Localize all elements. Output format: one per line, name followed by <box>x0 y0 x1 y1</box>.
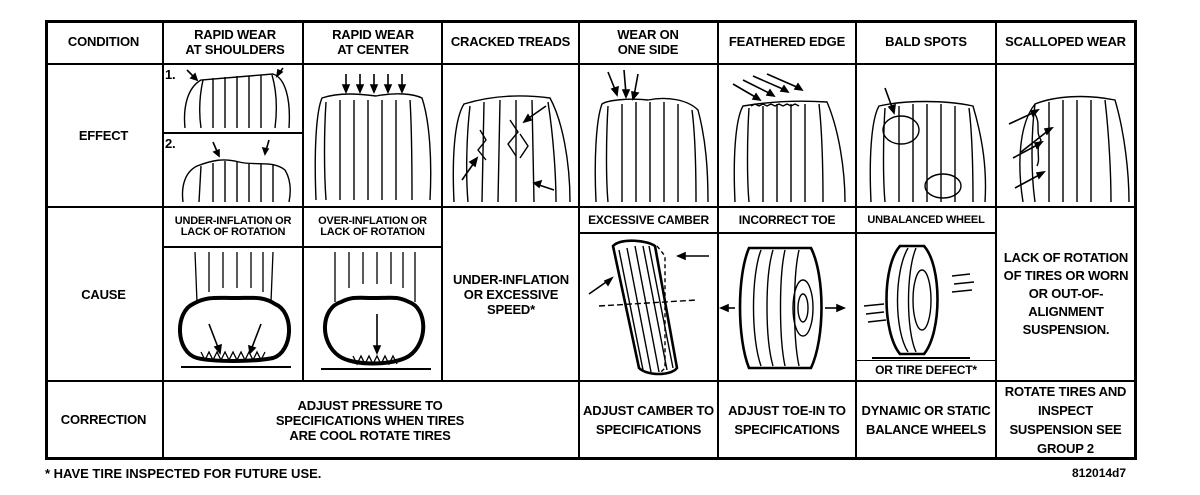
unbalanced-wheel-illustration <box>860 236 992 360</box>
cause-under-inflation: UNDER-INFLATION OR LACK OF ROTATION <box>174 215 292 238</box>
row-divider <box>162 246 443 248</box>
shoulder-wear-illustration-2 <box>173 136 298 204</box>
header-one-side: WEAR ON ONE SIDE <box>617 26 679 57</box>
row-label-cause: CAUSE <box>81 286 126 302</box>
row-divider <box>45 63 1137 65</box>
cause-scalloped: LACK OF ROTATION OF TIRES OR WORN OR OUT… <box>1003 250 1129 337</box>
incorrect-toe-illustration <box>721 236 853 378</box>
col-divider <box>717 20 719 460</box>
over-inflation-cross-section <box>313 252 438 378</box>
header-feathered: FEATHERED EDGE <box>728 34 846 49</box>
shoulder-wear-illustration-1 <box>173 68 298 130</box>
one-side-wear-illustration <box>588 70 713 202</box>
cause-camber: EXCESSIVE CAMBER <box>588 212 709 227</box>
tire-wear-chart: CONDITION RAPID WEAR AT SHOULDERS RAPID … <box>45 20 1137 460</box>
cause-over-inflation: OVER-INFLATION OR LACK OF ROTATION <box>318 215 427 238</box>
excessive-camber-illustration <box>585 236 713 378</box>
header-shoulders: RAPID WEAR AT SHOULDERS <box>185 26 285 57</box>
table-border <box>45 20 1137 460</box>
header-bald: BALD SPOTS <box>885 34 967 49</box>
cause-unbalanced: UNBALANCED WHEEL <box>867 213 985 226</box>
col-divider <box>995 20 997 460</box>
correction-camber: ADJUST CAMBER TO SPECIFICATIONS <box>583 403 714 437</box>
bald-spot-illustration <box>865 70 993 202</box>
cause-cracked: UNDER-INFLATION OR EXCESSIVE SPEED* <box>453 271 569 317</box>
header-cracked: CRACKED TREADS <box>450 34 571 49</box>
under-inflation-cross-section <box>173 252 298 378</box>
row-label-effect: EFFECT <box>78 128 129 143</box>
col-divider <box>162 20 164 460</box>
feathered-edge-illustration <box>727 70 852 202</box>
center-wear-illustration <box>310 72 435 200</box>
row-label-correction: CORRECTION <box>60 412 147 427</box>
marker-one: 1. <box>165 66 176 82</box>
col-divider <box>441 20 443 382</box>
cause-tire-defect: OR TIRE DEFECT* <box>875 362 977 377</box>
col-divider <box>855 20 857 460</box>
header-condition: CONDITION <box>67 34 140 49</box>
row-divider <box>45 380 1137 382</box>
correction-toe: ADJUST TOE-IN TO SPECIFICATIONS <box>728 403 846 437</box>
col-divider <box>578 20 580 460</box>
row-divider <box>162 132 303 134</box>
correction-balance: DYNAMIC OR STATIC BALANCE WHEELS <box>861 403 991 437</box>
figure-id: 812014d7 <box>1072 466 1127 480</box>
cause-toe: INCORRECT TOE <box>738 212 836 227</box>
row-divider <box>45 206 1137 208</box>
header-scalloped: SCALLOPED WEAR <box>1005 34 1126 49</box>
row-divider <box>578 232 997 234</box>
row-divider <box>855 360 995 361</box>
correction-pressure: ADJUST PRESSURE TO SPECIFICATIONS WHEN T… <box>275 397 465 443</box>
scalloped-wear-illustration <box>1005 74 1133 202</box>
header-center: RAPID WEAR AT CENTER <box>332 26 414 57</box>
correction-rotate: ROTATE TIRES AND INSPECT SUSPENSION SEE … <box>1004 384 1127 456</box>
marker-two: 2. <box>165 135 176 151</box>
col-divider <box>302 20 304 382</box>
footnote: * HAVE TIRE INSPECTED FOR FUTURE USE. <box>45 466 322 481</box>
cracked-tread-illustration <box>450 80 575 202</box>
